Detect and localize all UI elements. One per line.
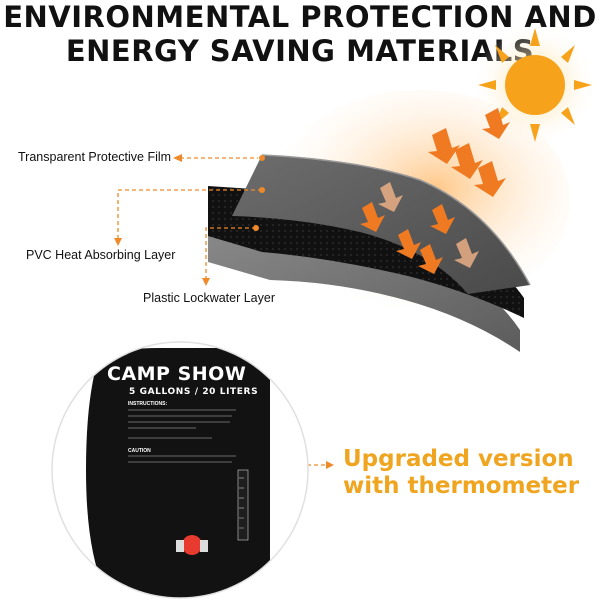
callout-line-1: Upgraded version: [343, 446, 574, 472]
bag-caution-heading: CAUTION: [128, 448, 151, 454]
bag-capacity: 5 GALLONS / 20 LITERS: [129, 387, 259, 397]
transparent-protective-film: [232, 155, 530, 294]
sun-ray-arrows: [428, 108, 510, 197]
label-pvc-heat-absorbing-layer: PVC Heat Absorbing Layer: [26, 248, 176, 262]
label-transparent-protective-film: Transparent Protective Film: [18, 150, 172, 164]
callout-line-2: with thermometer: [343, 473, 580, 499]
sun-icon: [473, 23, 597, 147]
headline-line-2: ENERGY SAVING MATERIALS: [65, 34, 535, 68]
label-plastic-lockwater-layer: Plastic Lockwater Layer: [143, 291, 276, 305]
bag-title: CAMP SHOW: [107, 363, 247, 385]
leader-lines: [117, 157, 326, 466]
bag-instructions-heading: INSTRUCTIONS:: [128, 401, 168, 407]
camp-shower-bag-inset: [51, 341, 309, 599]
plastic-lockwater-layer: [208, 222, 520, 352]
headline-line-1: ENVIRONMENTAL PROTECTION AND: [3, 0, 597, 34]
heat-arrows: [360, 202, 455, 274]
